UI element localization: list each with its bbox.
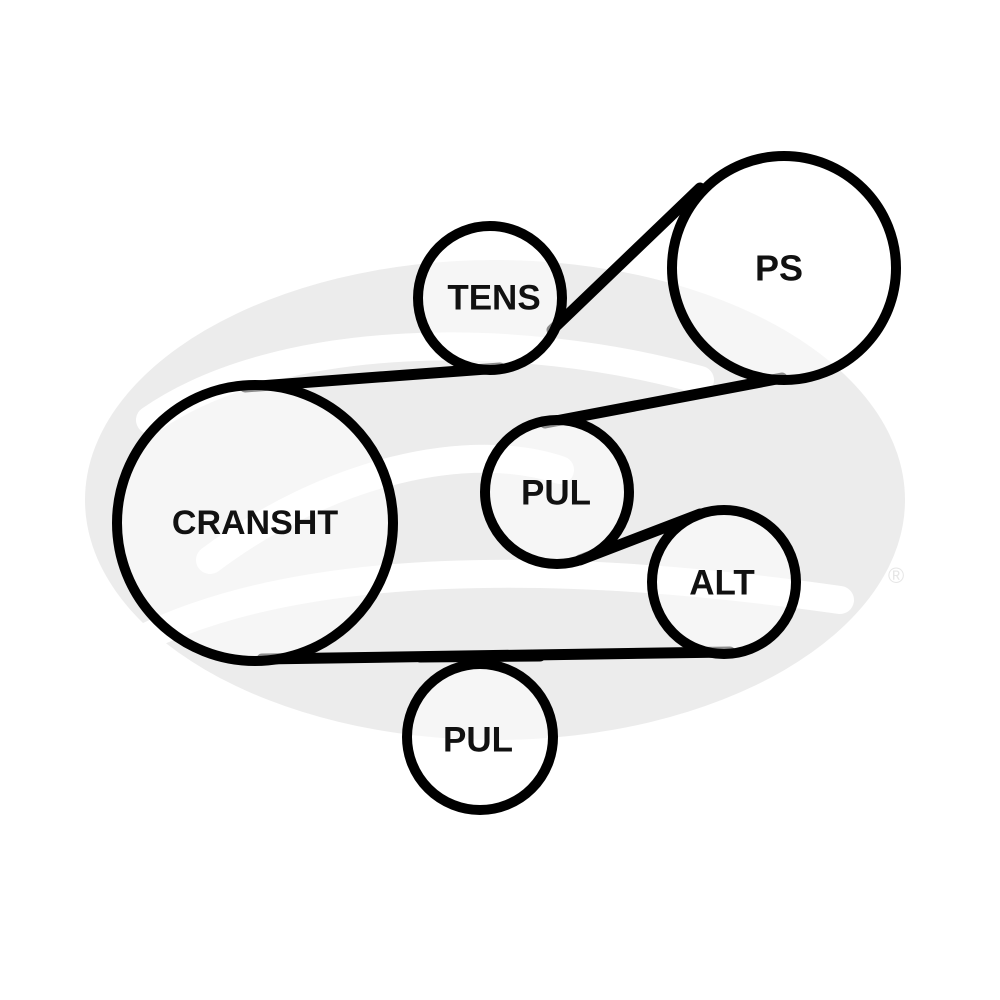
pulley-ps-label: PS — [755, 248, 803, 289]
pulley-ps-circle — [667, 151, 901, 385]
pulley-pul-bottom-circle — [402, 659, 558, 815]
pulley-alt-circle — [647, 505, 801, 659]
pulley-pul-mid-label: PUL — [521, 474, 591, 513]
pulley-tens-label: TENS — [447, 279, 540, 318]
belt-segment-over-bottom-pulley — [414, 650, 546, 663]
belt-segment-tens-to-ps — [546, 182, 706, 336]
pulley-pul-mid: PUL — [480, 415, 634, 569]
pulley-tens-circle — [413, 221, 567, 375]
pulley-cranksht-circle — [112, 380, 398, 666]
pulley-ps: PS — [667, 151, 901, 385]
pulley-pul-bottom-label: PUL — [443, 721, 513, 760]
pulley-pul-bottom: PUL — [402, 659, 558, 815]
pulley-alt-label: ALT — [689, 564, 754, 603]
pulley-alt: ALT — [647, 505, 801, 659]
registered-trademark-symbol: ® — [888, 563, 904, 588]
pulley-pul-mid-circle — [480, 415, 634, 569]
pulley-cranksht: CRANSHT — [112, 380, 398, 666]
belt-segment-ps-to-pul — [539, 372, 788, 429]
pulley-cranksht-label: CRANSHT — [172, 504, 338, 542]
pulley-tens: TENS — [413, 221, 567, 375]
